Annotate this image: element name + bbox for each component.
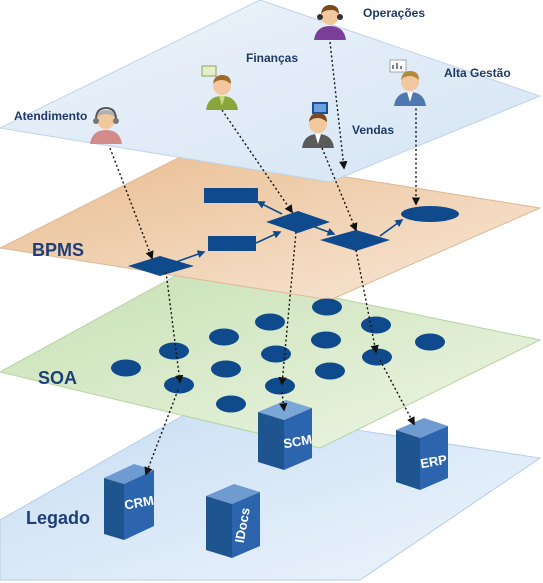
- system-scm: SCM: [258, 400, 313, 470]
- scm-front: [258, 412, 284, 470]
- idocs-label: IDocs: [232, 507, 253, 544]
- soa-service: [111, 359, 141, 377]
- person-vendas-icon: [302, 102, 334, 148]
- layer-label-legado: Legado: [26, 508, 90, 528]
- role-label-vendas: Vendas: [352, 123, 394, 137]
- soa-service: [265, 377, 295, 395]
- idocs-side: [232, 492, 260, 558]
- bpms-gateway-1: [128, 256, 194, 276]
- person-atendimento-icon: [90, 106, 122, 144]
- soa-service: [159, 342, 189, 360]
- arrow-soa-erp: [379, 359, 415, 426]
- bpms-gateway-3: [320, 230, 390, 251]
- bpms-plane: [0, 151, 542, 301]
- bpms-end-event: [401, 206, 459, 222]
- scm-side: [284, 408, 312, 470]
- arrow-vendas-bpms: [321, 147, 358, 232]
- arrow-bpms-soa-1: [165, 271, 184, 384]
- bpms-flow-1: [175, 250, 206, 263]
- soa-service: [164, 376, 194, 394]
- bpms-flow-3: [256, 201, 283, 215]
- arrow-soa-crm: [144, 389, 179, 476]
- system-erp: ERP: [396, 418, 448, 490]
- person-altagestao-icon: [389, 59, 426, 106]
- crm-front: [104, 478, 124, 540]
- soa-service: [311, 331, 341, 349]
- system-idocs: IDocs: [206, 484, 260, 558]
- bpms-flow-2: [255, 231, 282, 244]
- arrow-bpms-soa-3: [355, 249, 379, 354]
- erp-front: [396, 430, 420, 490]
- arrow-atendimento-bpms: [109, 147, 154, 260]
- soa-service: [261, 345, 291, 363]
- arrow-bpms-soa-2: [278, 231, 297, 386]
- role-label-atendimento: Atendimento: [14, 109, 87, 123]
- soa-service: [255, 313, 285, 331]
- erp-top: [396, 418, 448, 438]
- soa-service: [216, 395, 246, 413]
- arrow-soa-scm: [279, 391, 288, 412]
- erp-label: ERP: [419, 452, 448, 471]
- crm-side: [124, 470, 154, 540]
- person-operacoes-icon: [314, 5, 346, 40]
- scm-label: SCM: [282, 432, 313, 452]
- role-label-alta-gestao: Alta Gestão: [444, 66, 511, 80]
- connections: [109, 41, 421, 476]
- crm-label: CRM: [123, 493, 155, 513]
- soa-service: [312, 298, 342, 316]
- arrow-operacoes-bpms: [329, 41, 348, 170]
- idocs-front: [206, 496, 232, 558]
- soa-service: [361, 316, 391, 334]
- erp-side: [420, 426, 448, 490]
- soa-service: [362, 348, 392, 366]
- role-label-operacoes: Operações: [363, 6, 425, 20]
- bpms-flows: [175, 201, 404, 263]
- soa-services: [111, 298, 445, 413]
- person-financas-icon: [201, 65, 238, 110]
- layer-label-bpms: BPMS: [32, 240, 84, 260]
- system-crm: CRM: [104, 464, 155, 540]
- layer-label-soa: SOA: [38, 368, 77, 388]
- soa-service: [415, 333, 445, 351]
- soa-service: [211, 360, 241, 378]
- bpms-process: [128, 188, 459, 276]
- bpms-flow-5: [379, 219, 404, 237]
- bpms-flow-4: [311, 225, 336, 236]
- roles-plane: [0, 0, 542, 183]
- bpms-task-1: [204, 188, 258, 203]
- crm-top: [104, 464, 154, 484]
- idocs-top: [206, 484, 260, 504]
- soa-service: [315, 362, 345, 380]
- soa-service: [209, 328, 239, 346]
- bpms-task-2: [208, 236, 256, 251]
- role-label-financas: Finanças: [246, 51, 298, 65]
